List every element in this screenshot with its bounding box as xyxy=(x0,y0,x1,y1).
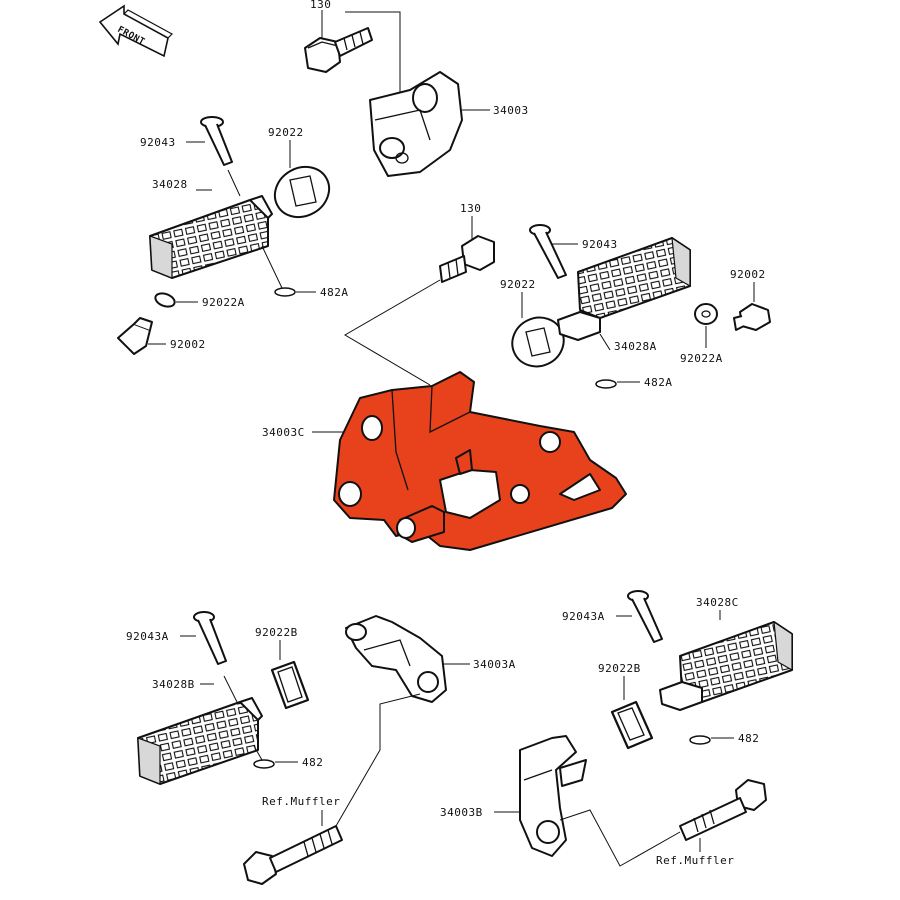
label-footpeg-rear-left: 34028B xyxy=(152,678,195,691)
label-bracket-rear-right: 34003B xyxy=(440,806,483,819)
label-footpeg-right: 34028A xyxy=(614,340,657,353)
bracket-rear-left xyxy=(345,615,447,703)
footpeg-rear-left xyxy=(137,697,263,785)
front-arrow-icon: FRONT xyxy=(98,4,173,58)
pin-left xyxy=(200,116,233,166)
washer-small-right xyxy=(694,303,718,325)
label-muffler-right: Ref.Muffler xyxy=(656,854,734,867)
label-main-bracket: 34003C xyxy=(262,426,305,439)
bracket-top xyxy=(369,71,463,177)
washer-small-left xyxy=(154,292,176,308)
label-clip-right: 482A xyxy=(644,376,673,389)
washer-rear-left xyxy=(270,660,310,710)
label-bolt-mid: 130 xyxy=(460,202,481,215)
label-spring-left: 92002 xyxy=(170,338,206,351)
footpeg-rear-right xyxy=(659,620,793,711)
clip-right xyxy=(595,379,617,389)
label-pin-right: 92043 xyxy=(582,238,618,251)
spring-left xyxy=(117,317,153,355)
main-bracket-highlighted xyxy=(333,371,627,551)
label-clip-left: 482A xyxy=(320,286,349,299)
label-bracket-rear-left: 34003A xyxy=(473,658,516,671)
footpeg-right xyxy=(557,236,691,341)
label-washer-rear-left: 92022B xyxy=(255,626,298,639)
label-washer-left: 92022 xyxy=(268,126,304,139)
bolt-top xyxy=(304,27,373,73)
spring-right xyxy=(733,303,771,331)
pin-right xyxy=(529,224,567,279)
label-washer-right: 92022 xyxy=(500,278,536,291)
clip-left xyxy=(274,287,296,297)
label-pin-rear-left: 92043A xyxy=(126,630,169,643)
label-bracket-top: 34003 xyxy=(493,104,529,117)
washer-rear-right xyxy=(610,700,654,750)
bracket-rear-right xyxy=(519,735,587,857)
label-pin-left: 92043 xyxy=(140,136,176,149)
label-footpeg-left: 34028 xyxy=(152,178,188,191)
footpeg-left xyxy=(149,195,273,279)
bolt-muffler-left xyxy=(243,825,343,885)
label-clip-rear-left: 482 xyxy=(302,756,323,769)
pin-rear-left xyxy=(193,611,227,665)
label-spring-right: 92002 xyxy=(730,268,766,281)
clip-rear-left xyxy=(253,759,275,769)
bolt-muffler-right xyxy=(679,779,767,841)
clip-rear-right xyxy=(689,735,711,745)
label-pin-rear-right: 92043A xyxy=(562,610,605,623)
pin-rear-right xyxy=(627,590,663,643)
label-bolt-top: 130 xyxy=(310,0,331,11)
label-clip-rear-right: 482 xyxy=(738,732,759,745)
label-muffler-left: Ref.Muffler xyxy=(262,795,340,808)
washer-left xyxy=(273,165,331,219)
label-washer-small-left: 92022A xyxy=(202,296,245,309)
label-washer-small-right: 92022A xyxy=(680,352,723,365)
label-footpeg-rear-right: 34028C xyxy=(696,596,739,609)
bolt-mid xyxy=(439,235,495,283)
label-washer-rear-right: 92022B xyxy=(598,662,641,675)
